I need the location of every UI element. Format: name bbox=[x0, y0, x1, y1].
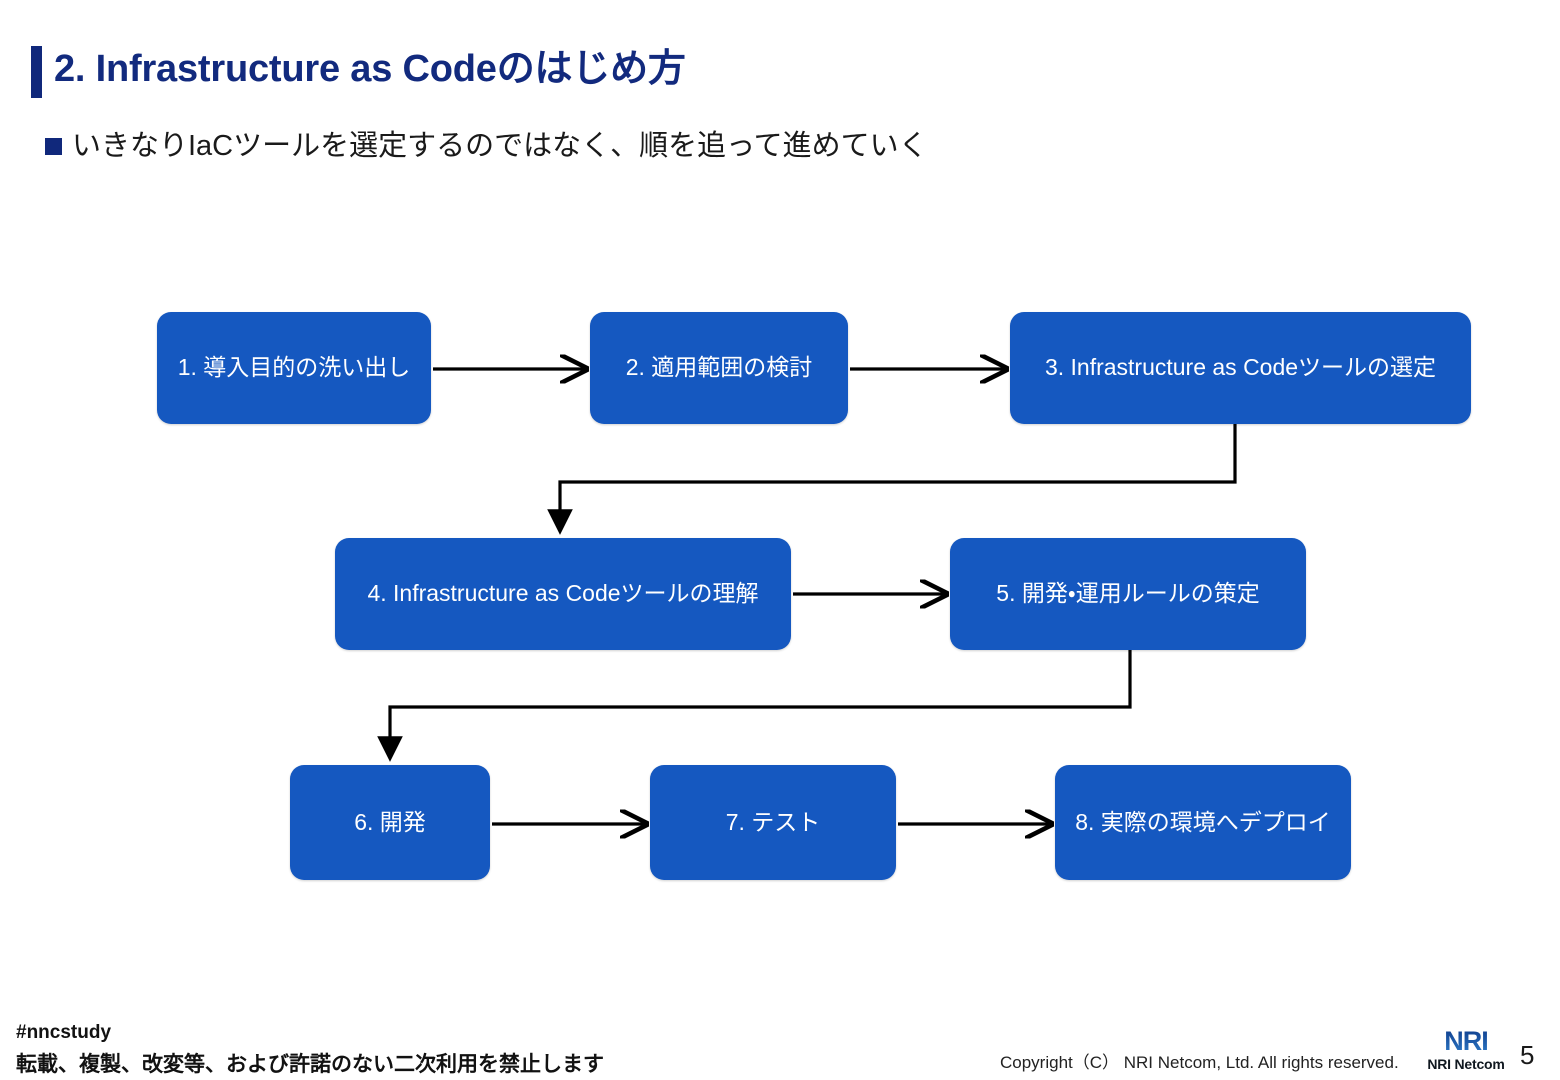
footer-hashtag: #nncstudy bbox=[16, 1022, 112, 1043]
bullet-square-icon bbox=[45, 137, 62, 155]
flow-node-step2[interactable]: 2. 適用範囲の検討 bbox=[590, 312, 848, 424]
nri-logo-mark: NRI bbox=[1420, 1028, 1512, 1055]
subtitle-text: いきなりIaCツールを選定するのではなく、順を追って進めていく bbox=[72, 130, 928, 162]
nri-logo-name: NRI Netcom bbox=[1427, 1056, 1505, 1072]
subtitle-row: いきなりIaCツールを選定するのではなく、順を追って進めていく bbox=[45, 128, 928, 164]
flow-node-step8[interactable]: 8. 実際の環境へデプロイ bbox=[1055, 765, 1351, 880]
page-title: 2. Infrastructure as Codeのはじめ方 bbox=[54, 48, 686, 90]
connector-step3-step4 bbox=[547, 424, 1237, 535]
flow-node-step5[interactable]: 5. 開発・運用ルールの策定 bbox=[950, 538, 1306, 650]
flow-node-step1[interactable]: 1. 導入目的の洗い出し bbox=[157, 312, 431, 424]
nri-netcom-logo: NRI NRI Netcom bbox=[1420, 1028, 1512, 1072]
connector-step5-step6 bbox=[377, 650, 1132, 762]
page-number: 5 bbox=[1520, 1040, 1535, 1070]
title-accent-bar bbox=[31, 46, 42, 98]
flow-node-step7[interactable]: 7. テスト bbox=[650, 765, 896, 880]
footer-copyright: Copyright（C） NRI Netcom, Ltd. All rights… bbox=[1000, 1053, 1399, 1072]
footer-usage-notice: 転載、複製、改変等、および許諾のない二次利用を禁止します bbox=[16, 1053, 604, 1076]
flow-node-step6[interactable]: 6. 開発 bbox=[290, 765, 490, 880]
flow-node-step3[interactable]: 3. Infrastructure as Codeツールの選定 bbox=[1010, 312, 1471, 424]
flow-node-step4[interactable]: 4. Infrastructure as Codeツールの理解 bbox=[335, 538, 791, 650]
